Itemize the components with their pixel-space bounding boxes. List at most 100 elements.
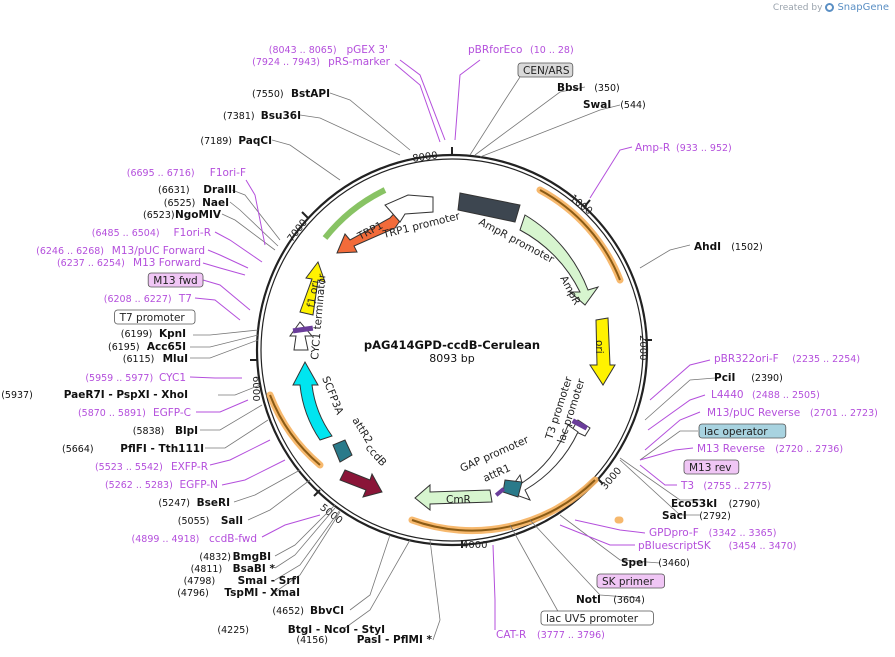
label-cmr: CmR bbox=[446, 494, 471, 506]
svg-text:PaqCI: PaqCI bbox=[238, 135, 272, 147]
backbone-inner bbox=[260, 158, 644, 542]
brand-name: SnapGene bbox=[837, 2, 889, 13]
label-naei: NaeI(6525) bbox=[164, 197, 229, 209]
svg-text:CAT-R: CAT-R bbox=[496, 629, 526, 641]
primer-leader-lines bbox=[189, 59, 711, 630]
cmr-arrow bbox=[414, 483, 493, 512]
label-bstapi: BstAPI(7550) bbox=[252, 88, 330, 100]
label-f1ori-f: F1ori-F(6695 .. 6716) bbox=[127, 167, 246, 179]
svg-text:(6199): (6199) bbox=[121, 329, 153, 340]
tick-2000: 2000 bbox=[637, 335, 648, 360]
label-pasi-pflmi: PasI - PflMI *(4156) bbox=[296, 634, 432, 646]
svg-text:(2792): (2792) bbox=[699, 511, 731, 522]
label-m13-rev: M13 rev bbox=[683, 459, 740, 475]
primer-arc-lines bbox=[269, 189, 621, 532]
tick-3000: 3000 bbox=[599, 466, 624, 493]
label-m13-reverse: M13 Reverse(2720 .. 2736) bbox=[697, 443, 843, 455]
svg-text:(5664): (5664) bbox=[62, 444, 94, 455]
label-attr2: attR2 bbox=[349, 415, 374, 446]
svg-text:(6246 .. 6268): (6246 .. 6268) bbox=[36, 246, 104, 257]
svg-text:(5262 .. 5283): (5262 .. 5283) bbox=[105, 480, 173, 491]
ccdb-arrow bbox=[339, 469, 383, 498]
plasmid-name: pAG414GPD-ccdB-Cerulean bbox=[364, 338, 540, 352]
svg-text:(5055): (5055) bbox=[178, 516, 210, 527]
label-trp1: TRP1 bbox=[355, 220, 385, 244]
label-ccdb: ccdB bbox=[363, 442, 389, 469]
label-gpdpro-f: GPDpro-F(3342 .. 3365) bbox=[649, 527, 776, 539]
svg-text:(6195): (6195) bbox=[108, 342, 140, 353]
svg-text:BseRI: BseRI bbox=[197, 497, 230, 509]
svg-text:(5247): (5247) bbox=[158, 498, 190, 509]
svg-text:ccdB-fwd: ccdB-fwd bbox=[209, 533, 257, 545]
svg-text:EGFP-N: EGFP-N bbox=[179, 479, 218, 491]
svg-text:M13 fwd: M13 fwd bbox=[153, 275, 198, 287]
label-pcii: PciI(2390) bbox=[714, 372, 783, 384]
label-pflfi-tth111i: PflFI - Tth111I (5664) bbox=[62, 443, 204, 455]
label-acc65i: Acc65I(6195) bbox=[108, 341, 186, 353]
svg-text:(3460): (3460) bbox=[658, 558, 690, 569]
svg-text:M13 Forward: M13 Forward bbox=[133, 257, 201, 269]
label-scfp3a: SCFP3A bbox=[319, 375, 346, 418]
tick-4000: 4000 bbox=[462, 540, 487, 551]
svg-text:SacI: SacI bbox=[662, 510, 687, 522]
svg-text:(4225): (4225) bbox=[217, 625, 249, 636]
label-t7: T7(6208 .. 6227) bbox=[104, 293, 192, 305]
svg-text:pRS-marker: pRS-marker bbox=[328, 56, 391, 68]
svg-text:T3: T3 bbox=[680, 480, 694, 492]
brand-prefix: Created by bbox=[772, 2, 823, 13]
svg-text:(3777 .. 3796): (3777 .. 3796) bbox=[537, 630, 605, 641]
ori-arrow bbox=[589, 317, 616, 386]
label-m13-puc-forward: M13/pUC Forward(6246 .. 6268) bbox=[36, 245, 205, 257]
svg-text:(2790): (2790) bbox=[729, 499, 761, 510]
label-ahdi: AhdI(1502) bbox=[694, 241, 763, 253]
trp1-promoter-arrow bbox=[384, 194, 434, 223]
label-bmgbi: BmgBI(4832) bbox=[199, 551, 271, 563]
tick-8000: 8000 bbox=[412, 150, 439, 164]
svg-text:(5838): (5838) bbox=[133, 426, 165, 437]
svg-text:Amp-R: Amp-R bbox=[635, 142, 670, 154]
label-ccdb-fwd: ccdB-fwd(4899 .. 4918) bbox=[132, 533, 257, 545]
svg-text:(5959 .. 5977): (5959 .. 5977) bbox=[85, 373, 153, 384]
label-tspmi-xmai: TspMI - XmaI(4796) bbox=[177, 587, 300, 599]
svg-text:BlpI: BlpI bbox=[175, 425, 198, 437]
feature-arrows bbox=[289, 192, 616, 512]
left-labels: BstAPI(7550) Bsu36I (7381) PaqCI(7189) F1ori… bbox=[1, 88, 432, 646]
svg-text:SmaI - SrfI: SmaI - SrfI bbox=[238, 575, 300, 587]
label-noti: NotI(3604) bbox=[576, 594, 645, 606]
label-pgex-3: pGEX 3'(8043 .. 8065) bbox=[269, 44, 388, 56]
svg-text:Bsu36I: Bsu36I bbox=[261, 110, 301, 122]
svg-text:(4796): (4796) bbox=[177, 588, 209, 599]
svg-text:DraIII: DraIII bbox=[203, 184, 236, 196]
svg-text:F1ori-R: F1ori-R bbox=[174, 227, 211, 239]
svg-text:(6631): (6631) bbox=[158, 185, 190, 196]
label-t7-promoter: T7 promoter bbox=[114, 309, 196, 325]
svg-text:BbsI: BbsI bbox=[557, 82, 583, 94]
svg-text:BtgI - NcoI - StyI: BtgI - NcoI - StyI bbox=[288, 624, 385, 636]
svg-text:(350): (350) bbox=[594, 83, 620, 94]
svg-text:(1502): (1502) bbox=[731, 242, 763, 253]
label-paer7i-pspxi-xhoi: PaeR7I - PspXI - XhoI(5937) bbox=[1, 389, 188, 401]
label-bseri: BseRI (5247) bbox=[158, 497, 230, 509]
label-cat-r: CAT-R (3777 .. 3796) bbox=[496, 629, 605, 641]
label-egfp-n: EGFP-N (5262 .. 5283) bbox=[105, 479, 218, 491]
svg-text:PaeR7I - PspXI - XhoI: PaeR7I - PspXI - XhoI bbox=[64, 389, 188, 401]
svg-text:GPDpro-F: GPDpro-F bbox=[649, 527, 699, 539]
svg-text:lac operator: lac operator bbox=[704, 426, 768, 438]
label-t3: T3(2755 .. 2775) bbox=[680, 480, 771, 492]
label-lac-operator: lac operator bbox=[698, 423, 787, 439]
label-draiii: DraIII (6631) bbox=[158, 184, 236, 196]
svg-text:pGEX 3': pGEX 3' bbox=[346, 44, 388, 56]
label-f1ori-r: F1ori-R(6485 .. 6504) bbox=[92, 227, 211, 239]
svg-text:(2488 .. 2505): (2488 .. 2505) bbox=[752, 390, 820, 401]
svg-text:NaeI: NaeI bbox=[202, 197, 229, 209]
svg-text:lac UV5 promoter: lac UV5 promoter bbox=[546, 613, 639, 625]
svg-text:(7381): (7381) bbox=[223, 111, 255, 122]
svg-text:BbvCI: BbvCI bbox=[310, 605, 344, 617]
svg-text:(2390): (2390) bbox=[751, 373, 783, 384]
svg-text:PasI - PflMI *: PasI - PflMI * bbox=[357, 634, 433, 646]
svg-text:PflFI - Tth111I: PflFI - Tth111I bbox=[120, 443, 204, 455]
label-paqci: PaqCI(7189) bbox=[200, 135, 272, 147]
attr2-arrow bbox=[332, 439, 353, 463]
svg-text:SK primer: SK primer bbox=[602, 576, 654, 588]
